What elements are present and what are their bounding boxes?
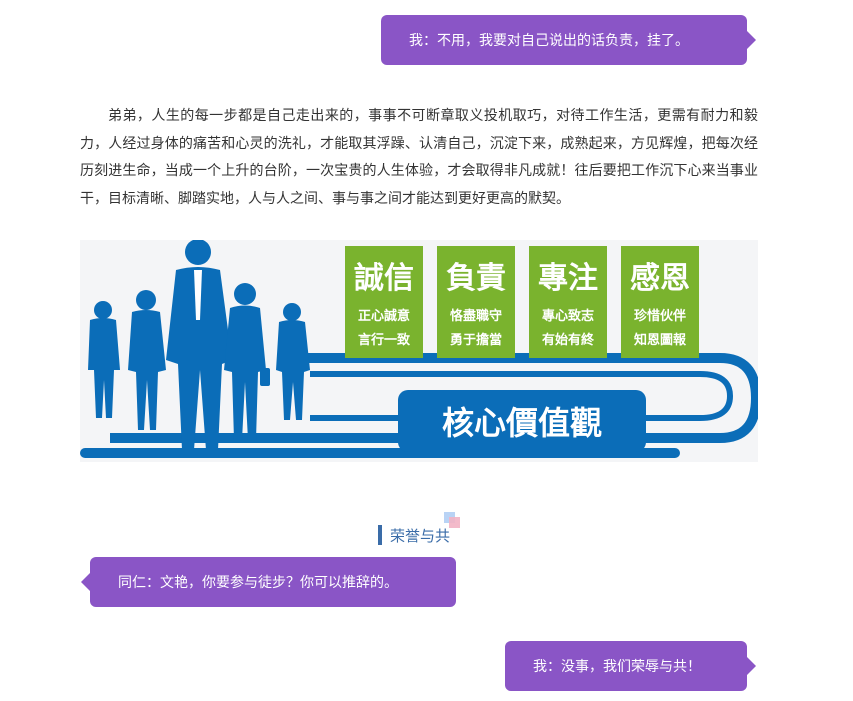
card-title: 負責 [446, 261, 506, 296]
chat-message-text: 同仁：文艳，你要参与徒步？你可以推辞的。 [118, 575, 398, 591]
section-title: 荣誉与共 [378, 524, 450, 546]
value-card: 負責 恪盡職守 勇于擔當 [437, 246, 515, 358]
card-line: 言行一致 [358, 332, 411, 348]
card-title: 誠信 [354, 261, 414, 296]
chat-bubble-me: 我：不用，我要对自己说出的话负责，挂了。 [381, 15, 756, 65]
value-card: 誠信 正心誠意 言行一致 [345, 246, 423, 358]
value-card: 專注 專心致志 有始有終 [529, 246, 607, 358]
core-values-text: 核心價值觀 [442, 404, 602, 442]
card-title: 專注 [538, 261, 598, 296]
section-title-text: 荣誉与共 [390, 526, 451, 545]
body-paragraph: 弟弟，人生的每一步都是自己走出来的，事事不可断章取义投机取巧，对待工作生活，更需… [80, 108, 758, 207]
chat-message-text: 我：不用，我要对自己说出的话负责，挂了。 [409, 33, 689, 49]
card-line: 珍惜伙伴 [634, 308, 686, 324]
card-line: 正心誠意 [358, 308, 410, 324]
people-silhouette-icon [88, 240, 310, 450]
card-line: 勇于擔當 [450, 332, 502, 348]
card-line: 知恩圖報 [634, 332, 687, 348]
decoration-icon [444, 512, 460, 528]
card-title: 感恩 [630, 261, 690, 296]
chat-bubble-me: 我：没事，我们荣辱与共！ [505, 641, 756, 691]
card-line: 專心致志 [542, 308, 594, 324]
core-values-banner: 核心價值觀 誠信 正心誠意 言行一致 負責 恪盡職守 勇于擔當 專注 專心致志 [80, 240, 758, 462]
value-card: 感恩 珍惜伙伴 知恩圖報 [621, 246, 699, 358]
card-line: 恪盡職守 [449, 308, 502, 324]
chat-bubble-colleague: 同仁：文艳，你要参与徒步？你可以推辞的。 [81, 557, 456, 607]
section-title-bar [378, 525, 382, 545]
card-line: 有始有終 [542, 332, 595, 348]
chat-message-text: 我：没事，我们荣辱与共！ [533, 659, 701, 675]
